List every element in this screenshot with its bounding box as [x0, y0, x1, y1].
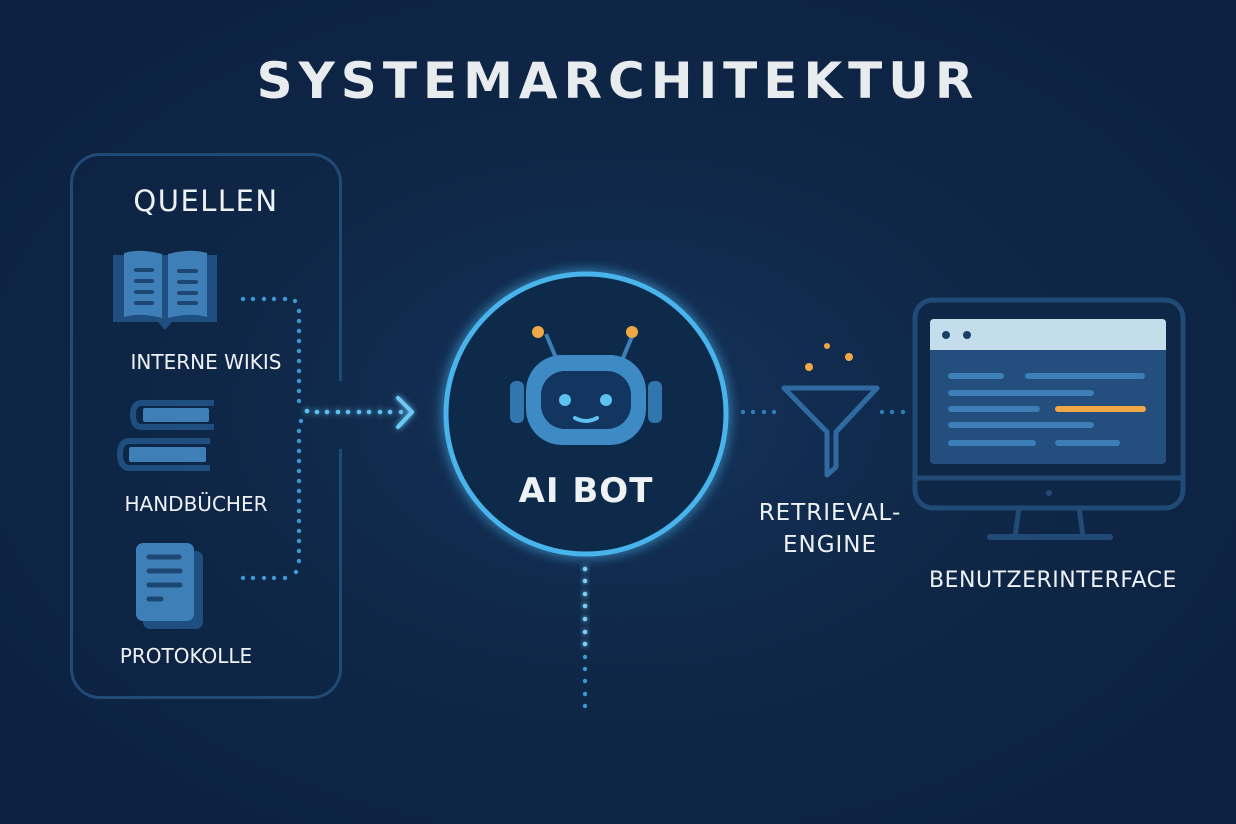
bot-downlink [582, 566, 588, 647]
document-icon [136, 543, 203, 629]
monitor-icon [912, 297, 1186, 540]
book-stack-icon [116, 400, 214, 471]
user-interface-label: BENUTZERINTERFACE [929, 568, 1177, 593]
funnel-icon [781, 343, 880, 478]
retrieval-label-line1: RETRIEVAL- [758, 500, 902, 526]
bot-to-retrieval-connector [740, 409, 777, 415]
retrieval-engine-label: RETRIEVAL- ENGINE [730, 497, 930, 561]
bot-label: AI BOT [518, 471, 654, 511]
arrow-to-bot [304, 396, 414, 429]
source-label-logs: PROTOKOLLE [119, 644, 253, 668]
diagram-title: SYSTEMARCHITEKTUR [256, 52, 980, 110]
source-label-wikis: INTERNE WIKIS [130, 350, 282, 374]
source-label-manuals: HANDBÜCHER [124, 492, 268, 516]
panel-gap [336, 381, 348, 449]
retrieval-to-ui-connector [879, 409, 906, 415]
open-book-icon [113, 250, 217, 330]
sources-heading: QUELLEN [133, 184, 279, 218]
retrieval-label-line2: ENGINE [782, 532, 878, 558]
robot-icon [510, 326, 662, 445]
